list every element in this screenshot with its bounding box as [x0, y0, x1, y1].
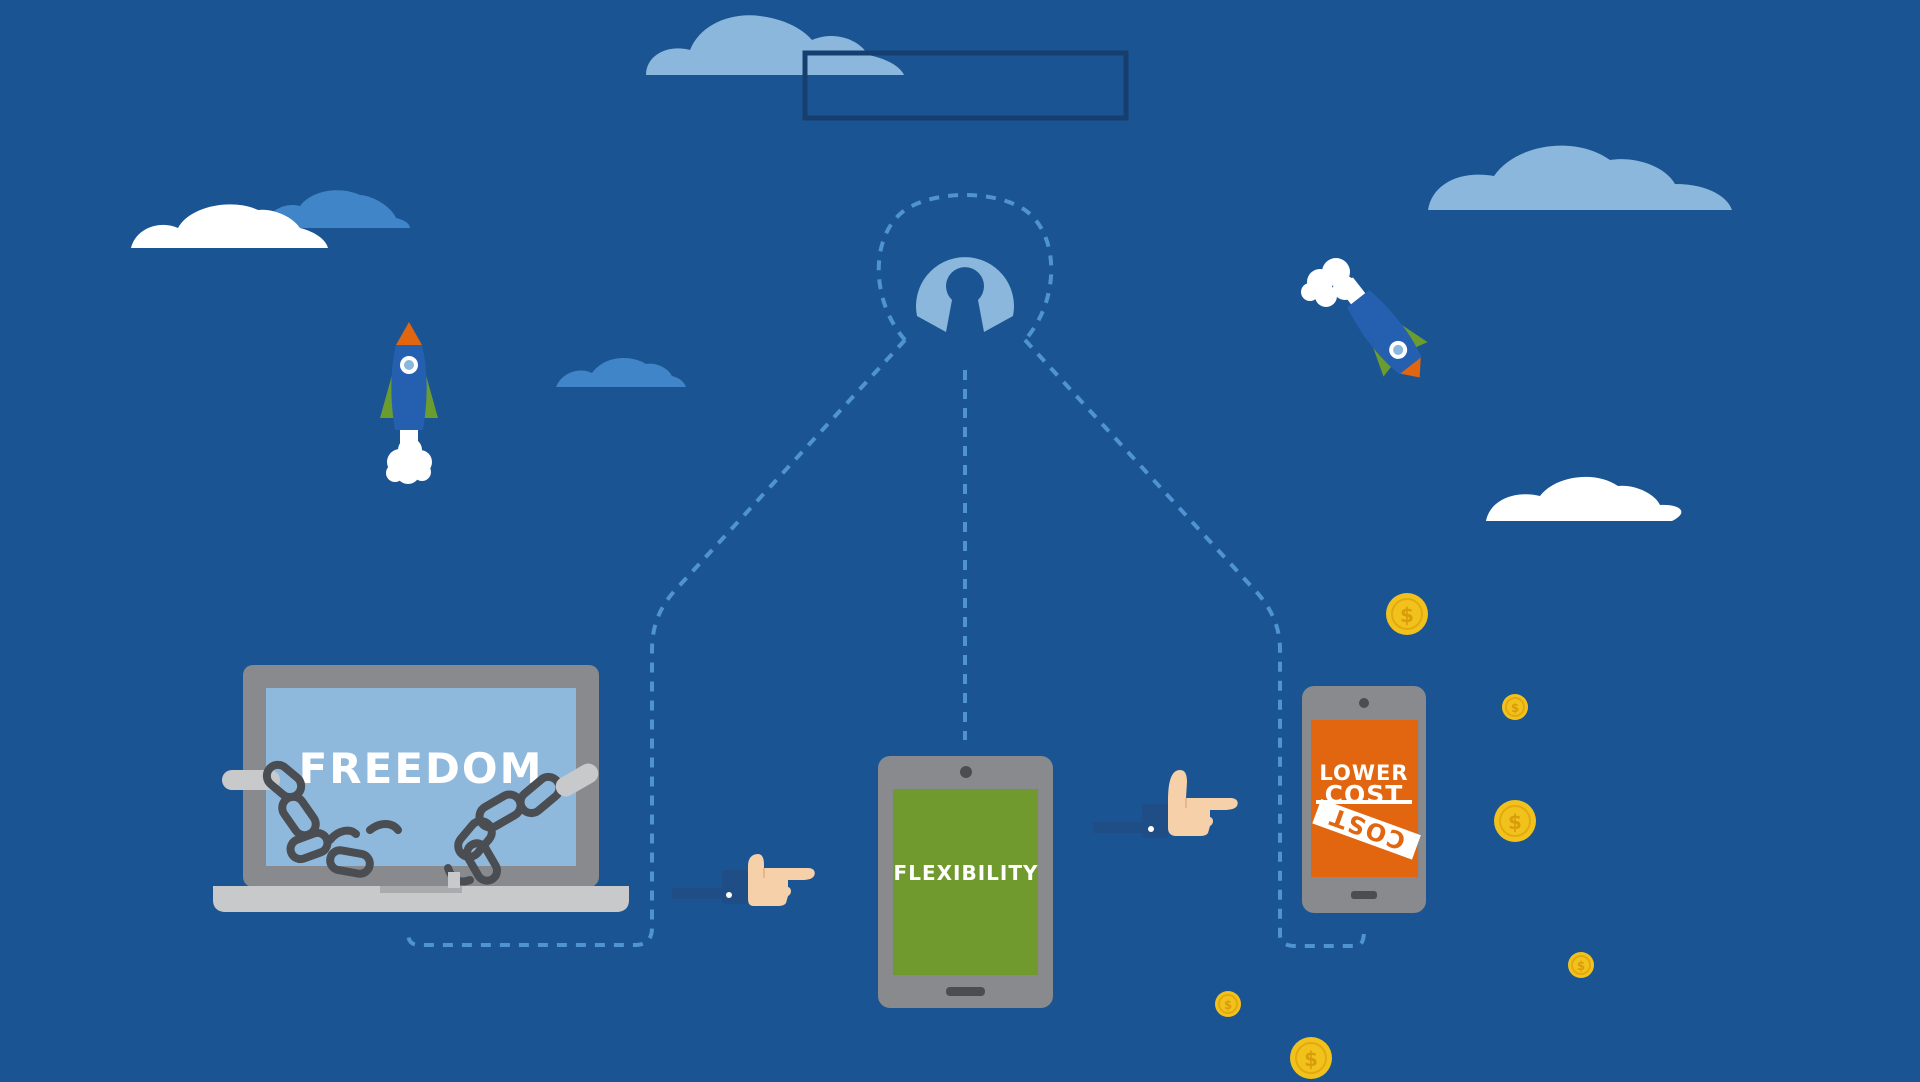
pointing-hand-icon-left: [672, 854, 815, 906]
pointing-hand-icon-right: [1093, 770, 1238, 838]
dollar-coin-icon: $: [1568, 952, 1594, 978]
tablet-screen: [893, 789, 1038, 975]
cloud-right-top: [1428, 145, 1732, 210]
title-frame: [802, 50, 1129, 121]
dollar-coin-icon: $: [1290, 1037, 1332, 1079]
tablet-label: FLEXIBILITY: [894, 861, 1039, 885]
dollar-coin-icon: $: [1502, 694, 1528, 720]
rocket-smoke-right: [1301, 258, 1357, 307]
tablet-home-button: [946, 987, 985, 996]
laptop-label: FREEDOM: [299, 744, 544, 793]
rocket-icon-right: [1338, 277, 1428, 378]
phone-label-cost: COST: [1325, 780, 1404, 809]
svg-text:$: $: [1508, 810, 1522, 834]
dollar-coin-icon: $: [1386, 593, 1428, 635]
dashed-orbit: [876, 193, 1054, 342]
dashed-line-right: [1023, 338, 1366, 948]
broken-chain-icon: [222, 760, 599, 888]
cloud-top-center: [646, 15, 904, 75]
connector-lines: [406, 193, 1366, 948]
laptop: FREEDOM: [213, 665, 629, 912]
svg-text:$: $: [1511, 701, 1519, 715]
tablet: FLEXIBILITY: [878, 756, 1053, 1008]
svg-text:$: $: [1304, 1047, 1318, 1071]
svg-text:$: $: [1224, 998, 1232, 1012]
laptop-base: [213, 886, 629, 912]
cloud-right-bottom: [1486, 476, 1682, 521]
dollar-coin-icon: $: [1494, 800, 1536, 842]
open-source-logo-icon: [916, 257, 1014, 332]
cloud-middle-small: [556, 357, 686, 387]
cloud-left-back: [262, 190, 410, 228]
cloud-left-front: [131, 204, 328, 248]
phone-label-lower: LOWER: [1319, 761, 1408, 785]
svg-text:$: $: [1400, 603, 1414, 627]
tablet-camera: [960, 766, 972, 778]
svg-text:$: $: [1577, 959, 1585, 973]
phone: LOWER COST COST: [1302, 686, 1426, 913]
phone-camera: [1359, 698, 1369, 708]
dashed-line-left: [406, 338, 907, 947]
dollar-coin-icon: $: [1215, 991, 1241, 1017]
rocket-icon-left: [380, 322, 438, 484]
dollar-coin-icons: $ $ $ $ $ $: [1215, 593, 1594, 1079]
phone-home-button: [1351, 891, 1377, 899]
clouds: [131, 15, 1732, 521]
